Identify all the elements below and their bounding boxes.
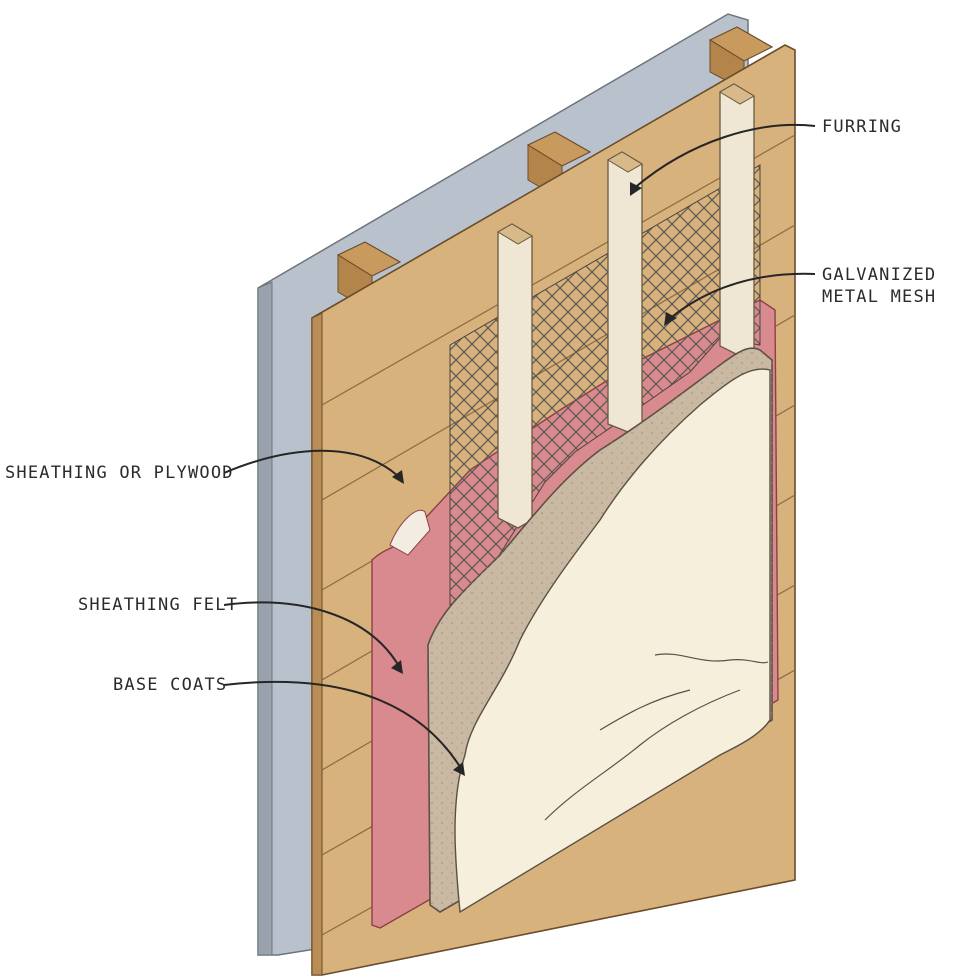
leader-base <box>223 680 463 771</box>
label-mesh-line2: METAL MESH <box>822 287 937 307</box>
label-sheathing-or-plywood: SHEATHING OR PLYWOOD <box>5 462 234 484</box>
arrow-base-icon <box>453 762 465 776</box>
label-mesh-line1: GALVANIZED <box>822 265 937 285</box>
furring-strips <box>497 83 755 529</box>
arrow-mesh-icon <box>664 312 677 326</box>
sheathing-edge <box>311 312 323 976</box>
label-furring-text: FURRING <box>822 117 903 137</box>
label-base-text: BASE COATS <box>113 675 228 695</box>
finish-coat <box>454 368 771 914</box>
label-sheathing-felt: SHEATHING FELT <box>78 594 238 616</box>
leader-furring <box>631 123 816 191</box>
label-furring: FURRING <box>822 116 902 138</box>
arrow-felt-icon <box>391 660 403 674</box>
arrow-sheathing-icon <box>392 470 404 484</box>
label-base-coats: BASE COATS <box>113 674 227 696</box>
leader-lines <box>223 123 816 776</box>
leader-mesh <box>667 272 816 321</box>
label-galvanized-metal-mesh: GALVANIZED METAL MESH <box>822 264 936 308</box>
leader-sheathing <box>223 449 401 479</box>
label-felt-text: SHEATHING FELT <box>78 595 239 615</box>
gypsum-board-edge <box>257 281 273 956</box>
leader-felt <box>223 601 401 669</box>
felt-torn-edge <box>389 509 431 556</box>
label-sheathing-text: SHEATHING OR PLYWOOD <box>5 463 234 483</box>
finish-coat-cracks <box>544 653 769 821</box>
arrow-furring-icon <box>630 182 642 196</box>
